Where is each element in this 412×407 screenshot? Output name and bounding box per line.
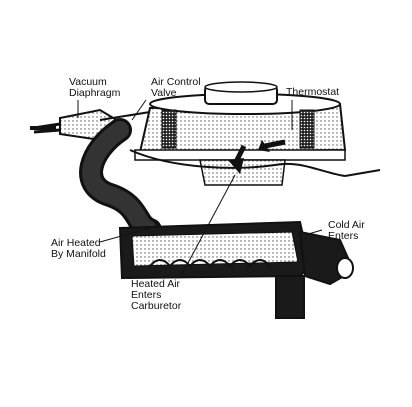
label-line: Carburetor [131,301,181,312]
label-air-control-valve: Air Control Valve [151,77,201,99]
label-vacuum-diaphragm: Vacuum Diaphragm [69,77,120,99]
label-cold-air-enters: Cold Air Enters [328,220,365,242]
label-thermostat: Thermostat [286,87,339,98]
label-line: Diaphragm [69,88,120,99]
label-air-heated-by-manifold: Air Heated By Manifold [51,238,106,260]
label-line: Enters [328,231,365,242]
label-heated-air-enters-carburetor: Heated Air Enters Carburetor [131,279,181,312]
label-line: Thermostat [286,87,339,98]
label-line: By Manifold [51,249,106,260]
label-line: Valve [151,88,201,99]
vacuum-diaphragm-assembly [30,110,150,140]
